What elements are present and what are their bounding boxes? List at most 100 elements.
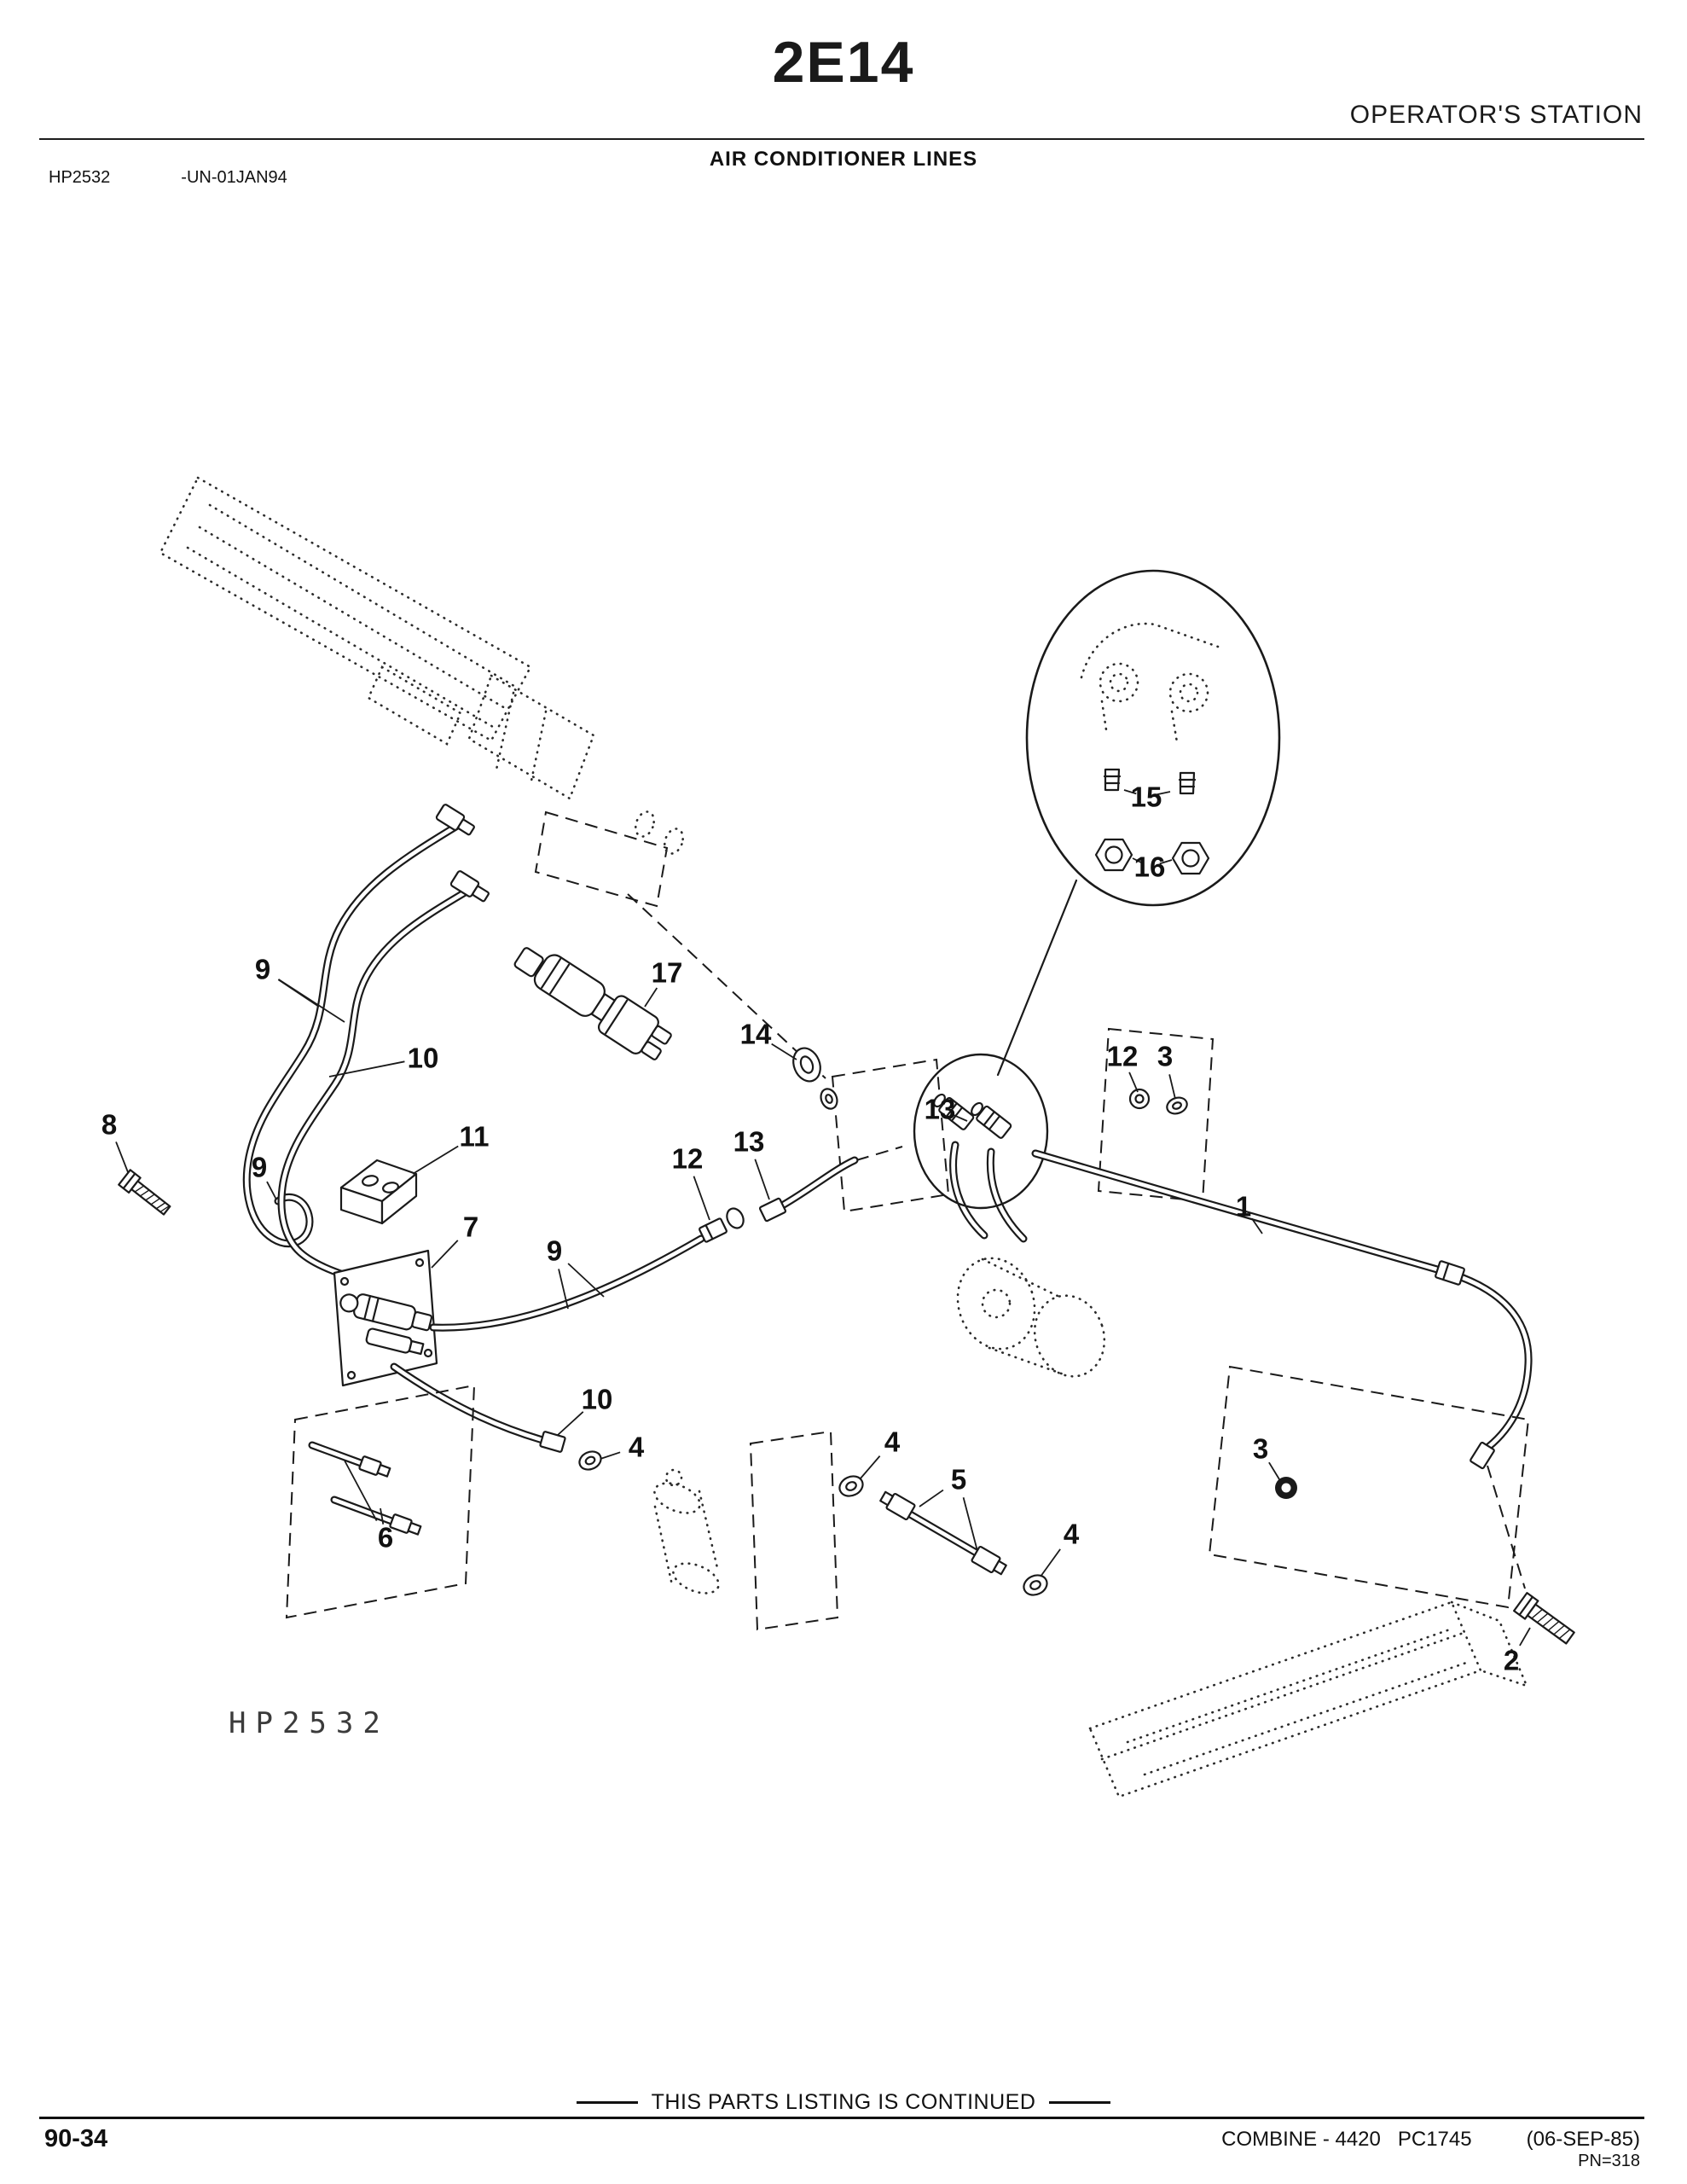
callout-leader [558,1269,569,1310]
callout-leader [344,1460,378,1522]
callout-3: 3 [1157,1041,1173,1072]
model-id: COMBINE - 4420 PC1745 [1221,2128,1472,2151]
grommet-14 [792,1047,838,1110]
screw-8 [118,1169,171,1216]
washer-12 [726,1207,745,1229]
callout-leader [431,1240,459,1269]
print-date: (06-SEP-85) [1526,2128,1640,2151]
callout-leader [277,979,345,1023]
callout-3: 3 [1253,1433,1268,1465]
figure-revision: -UN-01JAN94 [181,168,287,187]
hose-1 [1031,1149,1533,1589]
callout-1: 1 [1236,1191,1251,1223]
callout-leader [1168,1074,1176,1100]
callout-leader [380,1507,385,1525]
page-code: 2E14 [772,30,915,95]
callout-11: 11 [460,1121,490,1153]
continued-note: THIS PARTS LISTING IS CONTINUED [651,2090,1036,2114]
photo-stamp: HP2532 [229,1706,390,1740]
callout-9: 9 [547,1235,562,1267]
hose-assembly-upper [242,804,490,1291]
callout-leader [859,1455,881,1480]
callout-10: 10 [408,1043,439,1074]
footer-rule [39,2117,1644,2119]
o-ring-4 [578,1450,602,1471]
callout-6: 6 [378,1522,393,1554]
evaporator-hidden [1088,1600,1529,1798]
callout-leader [1128,1072,1139,1093]
callout-leader [693,1176,710,1221]
callout-8: 8 [101,1109,117,1141]
callout-leader [962,1497,978,1552]
callout-leader [771,1043,797,1060]
callout-leader [1157,791,1171,796]
figure-meta: HP2532 -UN-01JAN94 [49,168,287,188]
continued-note-row: THIS PARTS LISTING IS CONTINUED [0,2090,1687,2115]
callout-leader [1132,857,1143,864]
print-number: PN=318 [1578,2152,1640,2170]
balloon-pointer [996,879,1078,1077]
callout-15: 15 [1131,781,1162,813]
callout-leader [754,1159,770,1200]
receiver-drier-hidden [653,1468,720,1594]
hose-fitting [435,804,475,836]
callout-14: 14 [740,1019,772,1050]
nut-16 [1094,838,1133,872]
callout-leader [328,1060,405,1077]
callout-17: 17 [652,957,683,989]
condenser-hidden [159,476,595,800]
hose-ends-13 [913,1053,1049,1243]
hose-kit-6 [285,1384,476,1619]
callout-leader [115,1141,129,1173]
callout-10: 10 [582,1384,613,1415]
header-rule [39,138,1644,140]
callout-leader [952,1113,968,1122]
callout-leader [1251,1217,1263,1234]
callout-leader [919,1489,944,1507]
callout-leader [1123,789,1137,795]
callout-12: 12 [672,1143,704,1175]
callout-leader [644,987,658,1008]
footer-model-line: COMBINE - 4420 PC1745 (06-SEP-85) [1221,2128,1640,2152]
callout-16: 16 [1134,851,1166,883]
callout-leader [1268,1461,1280,1480]
pressure-switch-17 [513,947,672,1060]
callout-9: 9 [255,954,270,985]
fitting-12 [699,1217,728,1243]
callout-leader [412,1145,459,1175]
callout-leader [567,1263,605,1298]
figure-title: AIR CONDITIONER LINES [709,148,978,171]
detail-balloon [1025,569,1281,907]
page-number: 90-34 [44,2125,108,2152]
callout-4: 4 [629,1432,645,1463]
junction-block-11 [339,1159,418,1225]
dash-rule-left [576,2101,638,2104]
fitting-13 [758,1197,787,1223]
callout-13: 13 [733,1126,765,1158]
hose-5-with-orings [838,1475,1048,1596]
callout-4: 4 [884,1426,901,1458]
reference-box-right [1208,1365,1530,1609]
compressor-hidden [956,1257,1106,1378]
callout-12: 12 [1107,1041,1139,1072]
stud-15 [1103,768,1122,792]
dash-rule-right [1049,2101,1111,2104]
callout-4: 4 [1064,1519,1080,1550]
callout-leader [1519,1627,1531,1647]
bolt-2 [1513,1592,1575,1645]
callout-leader [600,1451,621,1460]
callout-leader [1040,1548,1061,1577]
line-tubes-center [390,1156,859,1471]
callout-7: 7 [463,1211,478,1243]
callout-leader [1159,859,1173,865]
figure-id: HP2532 [49,168,111,187]
callout-leader [266,1181,277,1200]
nut-16 [1171,841,1210,875]
callout-2: 2 [1504,1645,1519,1676]
callout-9: 9 [252,1152,267,1183]
reference-box-center [749,1430,839,1631]
section-title: OPERATOR'S STATION [1349,101,1643,129]
